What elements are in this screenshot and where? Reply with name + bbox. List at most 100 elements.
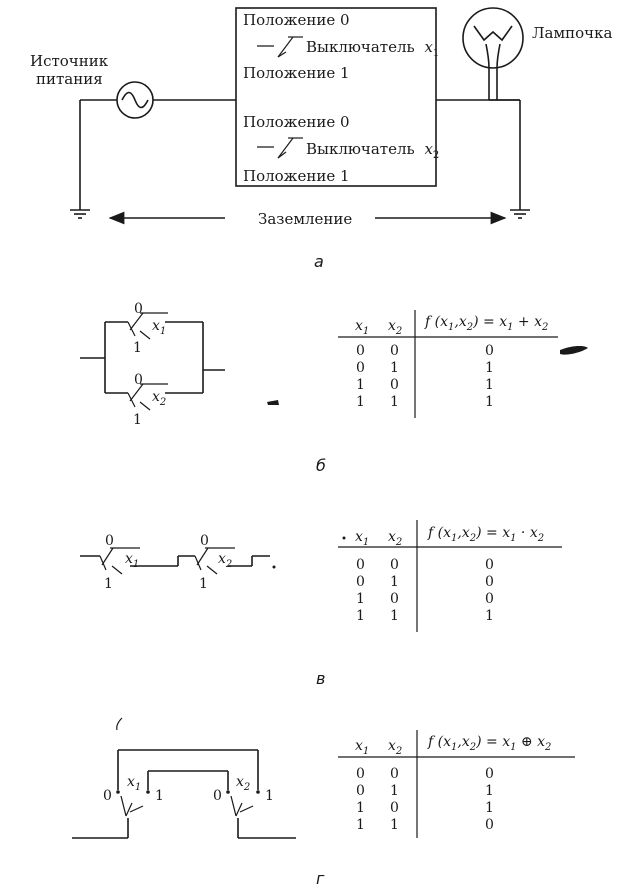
ground-right-icon	[510, 209, 530, 219]
switch-x1-symbol	[257, 36, 303, 58]
b2-zero: 0	[134, 372, 143, 388]
table-cell: 0	[390, 343, 399, 359]
switch-b2-symbol	[127, 383, 168, 411]
table-cell: 1	[356, 800, 365, 816]
table-cell: 0	[390, 377, 399, 393]
caption-c: в	[316, 669, 325, 688]
switch-b1-symbol	[127, 312, 168, 340]
svg-text:x1: x1	[355, 529, 369, 548]
block1-pos0: Положение 0	[243, 11, 350, 29]
switch-c2-symbol	[194, 547, 235, 575]
c1-one: 1	[104, 576, 113, 592]
b1-var: x	[152, 318, 160, 334]
table-cell: 1	[485, 377, 494, 393]
table-cell: 0	[390, 557, 399, 573]
svg-text:x2: x2	[388, 529, 402, 548]
ground-label: Заземление	[258, 210, 352, 228]
table-cell: 0	[485, 817, 494, 833]
svg-text:x1: x1	[127, 774, 141, 793]
table-cell: 1	[356, 377, 365, 393]
b2-var: x	[152, 389, 160, 405]
block2-pos1: Положение 1	[243, 167, 350, 185]
b1-zero: 0	[134, 301, 143, 317]
svg-text:x2: x2	[218, 551, 232, 570]
d2-zero: 0	[213, 788, 222, 804]
block2-pos0: Положение 0	[243, 113, 350, 131]
d1-zero: 0	[103, 788, 112, 804]
caption-b: б	[316, 456, 326, 475]
block1-var: x	[424, 38, 433, 56]
c1-var: x	[125, 551, 133, 567]
table-cell: 1	[356, 608, 365, 624]
d1-one: 1	[155, 788, 164, 804]
block1-switch-label: Выключатель	[306, 38, 415, 56]
table-cell: 0	[356, 574, 365, 590]
switch-x2-symbol	[257, 137, 303, 159]
svg-text:Выключатель x2: Выключатель x2	[306, 140, 439, 161]
switch-d2-symbol	[226, 790, 260, 817]
table-cell: 0	[356, 557, 365, 573]
panel-b: 0 1 x1 0 1 x2 x1 x2 f (x1,x2) = x1 + x2 …	[80, 301, 588, 475]
table-cell: 0	[356, 360, 365, 376]
svg-text:x2: x2	[388, 318, 402, 337]
panel-a: Положение 0 Выключатель x1 Положение 1 П…	[30, 7, 612, 271]
block1-sub: 1	[433, 48, 439, 59]
sine-wave-icon	[121, 91, 149, 109]
c1-sub: 1	[133, 559, 139, 570]
switch-d1-symbol	[116, 790, 150, 817]
table-cell: 1	[485, 360, 494, 376]
d2-one: 1	[265, 788, 274, 804]
source-label-2: питания	[36, 70, 103, 88]
c1-zero: 0	[105, 533, 114, 549]
svg-text:x1: x1	[355, 318, 369, 337]
table-cell: 1	[485, 783, 494, 799]
or-formula: f (x1,x2) = x1 + x2	[424, 314, 548, 333]
table-cell: 1	[485, 394, 494, 410]
table-cell: 1	[390, 608, 399, 624]
switch-box	[235, 7, 437, 187]
b1-sub: 1	[160, 326, 166, 337]
table-cell: 0	[485, 574, 494, 590]
block1-pos1: Положение 1	[243, 64, 350, 82]
c2-var: x	[218, 551, 226, 567]
table-cell: 0	[356, 783, 365, 799]
block2-sub: 2	[433, 150, 439, 161]
table-cell: 0	[485, 343, 494, 359]
d1-sub: 1	[135, 782, 141, 793]
table-cell: 0	[485, 557, 494, 573]
c2-one: 1	[199, 576, 208, 592]
svg-text:x1: x1	[125, 551, 139, 570]
and-formula: f (x1,x2) = x1 · x2	[427, 525, 544, 544]
svg-text:x2: x2	[152, 389, 166, 408]
d2-sub: 2	[243, 782, 250, 793]
table-cell: 0	[356, 343, 365, 359]
table-cell: 1	[485, 608, 494, 624]
table-cell: 1	[390, 574, 399, 590]
svg-text:Выключатель x1: Выключатель x1	[306, 38, 439, 59]
stray-mark	[116, 717, 123, 731]
svg-text:x1: x1	[152, 318, 166, 337]
lamp-icon	[462, 7, 524, 101]
b2-one: 1	[133, 412, 142, 428]
d1-var: x	[127, 774, 135, 790]
table-cell: 1	[390, 360, 399, 376]
table-cell: 0	[390, 591, 399, 607]
lamp-label: Лампочка	[532, 24, 612, 42]
ink-blot	[560, 345, 588, 355]
table-cell: 0	[390, 800, 399, 816]
b1-one: 1	[133, 340, 142, 356]
c2-zero: 0	[200, 533, 209, 549]
source-label-1: Источник	[30, 52, 109, 70]
switch-c1-symbol	[99, 547, 140, 575]
table-cell: 1	[356, 394, 365, 410]
svg-text:x2: x2	[388, 738, 402, 757]
table-cell: 0	[356, 766, 365, 782]
caption-a: а	[314, 252, 324, 271]
ink-blot-small	[267, 400, 279, 405]
